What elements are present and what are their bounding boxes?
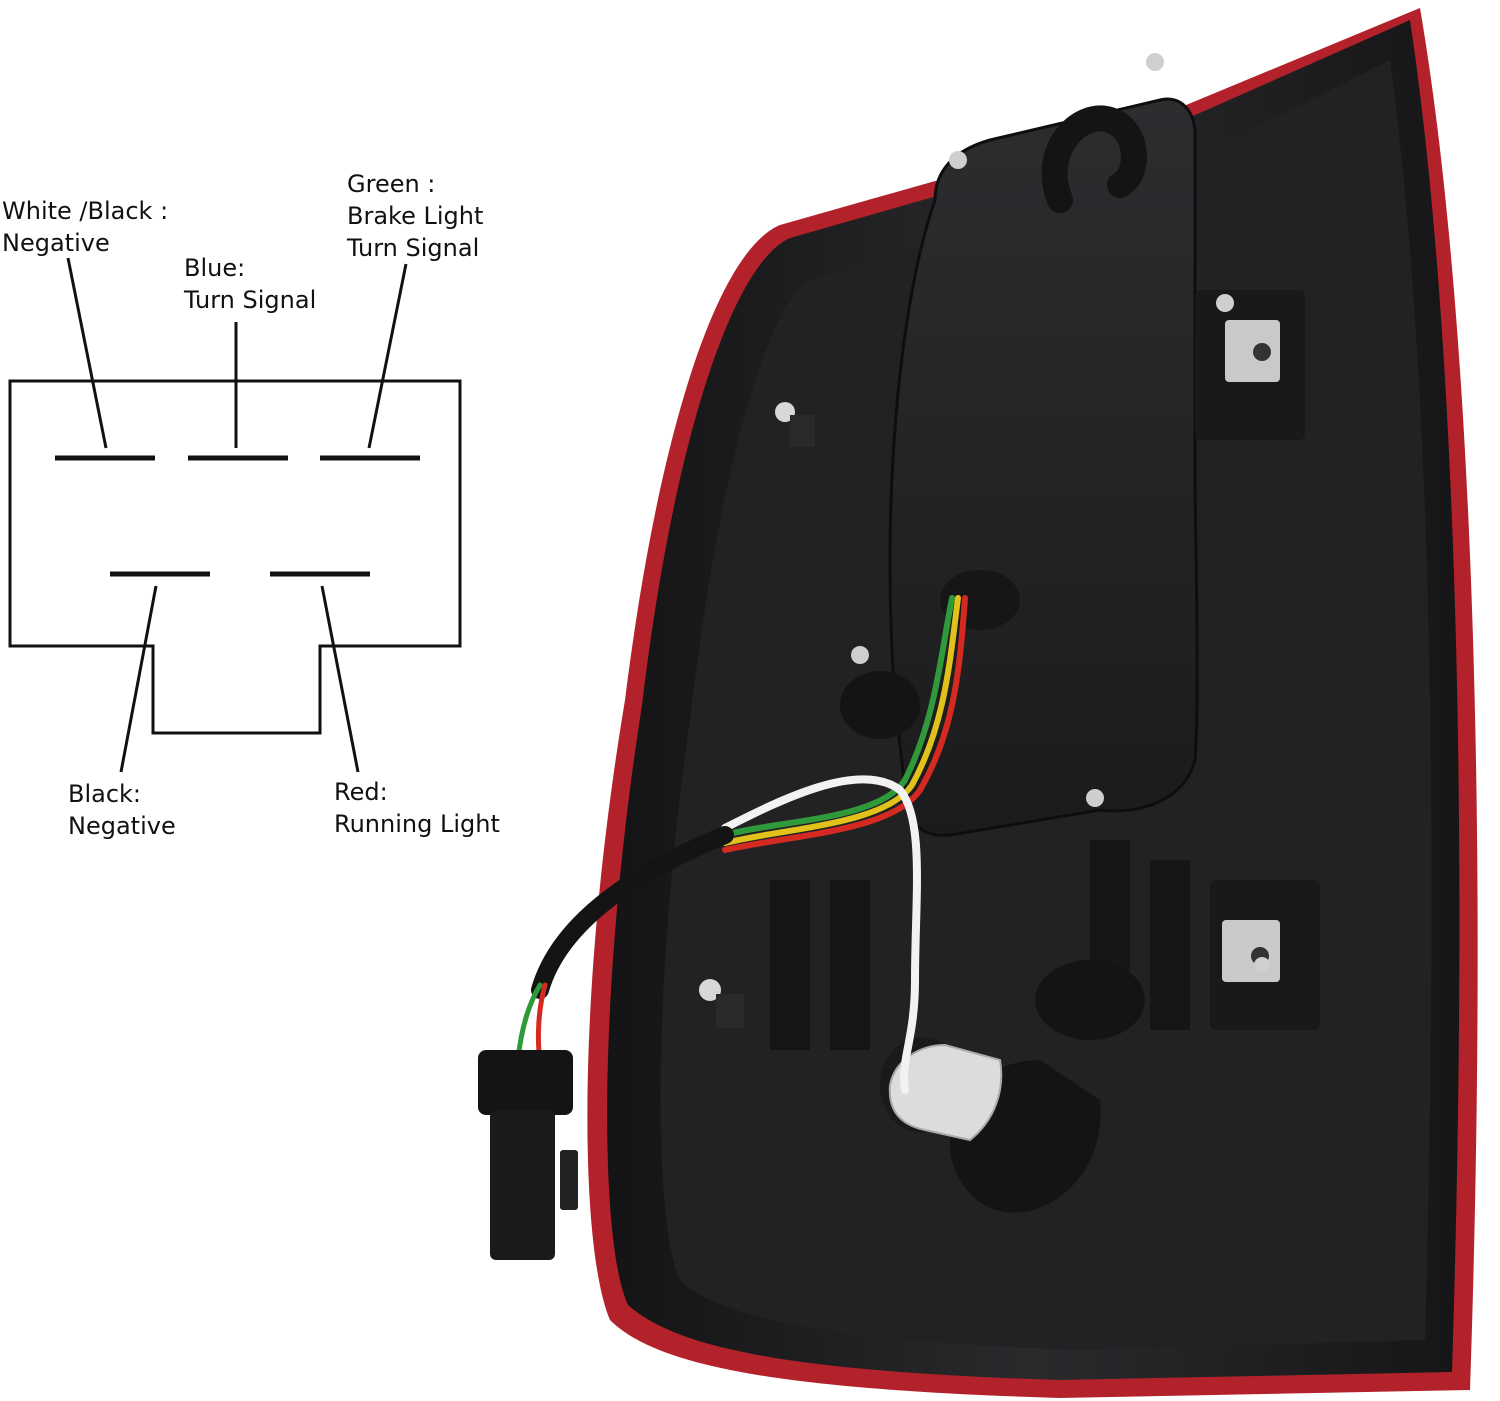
bracket-bottom <box>1210 880 1320 1030</box>
grommet-lower <box>1035 960 1145 1040</box>
inner-tray <box>660 60 1432 1350</box>
control-module <box>888 97 1199 837</box>
clip-top-hole <box>1253 343 1271 361</box>
label-red: Red: Running Light <box>334 778 500 838</box>
plug-connector <box>478 1050 578 1260</box>
bracket-top <box>1195 290 1305 440</box>
clip-bottom-hole <box>1251 947 1269 965</box>
label-green: Green : Brake Light Turn Signal <box>347 170 484 262</box>
top-hook <box>1041 105 1147 213</box>
grommet-top <box>940 570 1020 630</box>
lens-edge <box>587 8 1478 1398</box>
clip-top <box>1225 320 1280 382</box>
label-black: Black: Negative <box>68 780 176 840</box>
housing <box>607 20 1460 1380</box>
mounting-studs <box>699 53 1270 1028</box>
clip-bottom <box>1222 920 1280 982</box>
housing-ribs <box>770 840 1190 1050</box>
connector-outline <box>8 379 462 735</box>
leader-red <box>320 585 360 773</box>
leader-green <box>367 263 408 449</box>
label-blue: Blue: Turn Signal <box>184 254 317 314</box>
label-white-black: White /Black : Negative <box>2 197 169 257</box>
connector-pinout-diagram <box>8 257 462 773</box>
grommet-side <box>840 671 920 739</box>
bulb-socket <box>880 1037 1101 1213</box>
leader-black <box>119 585 158 773</box>
wire-harness <box>515 595 968 1094</box>
leader-white-black <box>66 257 108 449</box>
